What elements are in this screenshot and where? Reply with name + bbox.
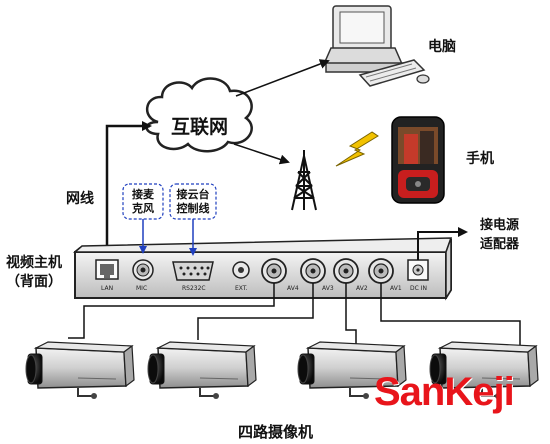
phone-label: 手机	[466, 151, 494, 167]
ext-port	[232, 261, 250, 279]
mic-label: 接麦 克风	[124, 188, 162, 216]
internet-label: 互联网	[171, 116, 229, 138]
port-label-av1: AV1	[390, 285, 402, 292]
mic-port	[132, 259, 154, 281]
port-label-lan: LAN	[101, 285, 114, 292]
computer-label: 电脑	[428, 39, 456, 55]
computer-icon	[322, 5, 430, 87]
camera-icon	[25, 341, 135, 399]
ptz-label-line1: 接云台	[176, 188, 210, 201]
sankeji-watermark: SanKeji	[374, 370, 515, 414]
mobile-phone-icon	[391, 116, 445, 204]
av4-port	[261, 258, 287, 284]
port-label-rs232c: RS232C	[182, 285, 206, 292]
ptz-label-box	[169, 183, 217, 220]
power-label-line2: 适配器	[480, 237, 520, 252]
port-label-av3: AV3	[322, 285, 334, 292]
camera-icon	[147, 341, 257, 399]
port-label-av2: AV2	[356, 285, 368, 292]
arrow-to-computer	[235, 59, 330, 97]
mic-label-box	[122, 183, 164, 220]
host-label-line1: 视频主机	[6, 255, 62, 271]
camera-group	[25, 341, 539, 399]
arrow-to-phone	[233, 143, 290, 165]
lan-port	[95, 259, 119, 280]
lightning-icon	[335, 131, 379, 167]
camera-icon	[297, 341, 407, 399]
antenna-tower-icon	[291, 150, 317, 211]
host-label-line2: （背面）	[6, 274, 62, 290]
cameras-label: 四路摄像机	[238, 423, 314, 441]
power-line	[417, 227, 468, 260]
power-label: 接电源 适配器	[480, 216, 519, 254]
power-label-line1: 接电源	[480, 218, 520, 233]
rs232c-port	[172, 261, 214, 281]
port-label-dc-in: DC IN	[410, 285, 427, 292]
mic-label-line1: 接麦	[132, 188, 154, 201]
av1-port	[368, 258, 394, 284]
dc-in-port	[407, 259, 429, 281]
ptz-label-line2: 控制线	[176, 202, 210, 215]
port-label-mic: MIC	[136, 285, 148, 292]
port-label-ext: EXT.	[235, 285, 248, 292]
camera-wiring	[68, 283, 521, 351]
av3-port	[300, 258, 326, 284]
av2-port	[333, 258, 359, 284]
network-cable-label: 网线	[66, 191, 94, 207]
mic-label-line2: 克风	[132, 202, 154, 215]
camera-icon	[429, 341, 539, 399]
network-cable-line	[105, 121, 152, 252]
host-label: 视频主机 （背面）	[6, 254, 62, 292]
internet-cloud-icon	[145, 77, 253, 153]
port-label-av4: AV4	[287, 285, 299, 292]
ptz-label: 接云台 控制线	[171, 188, 215, 216]
